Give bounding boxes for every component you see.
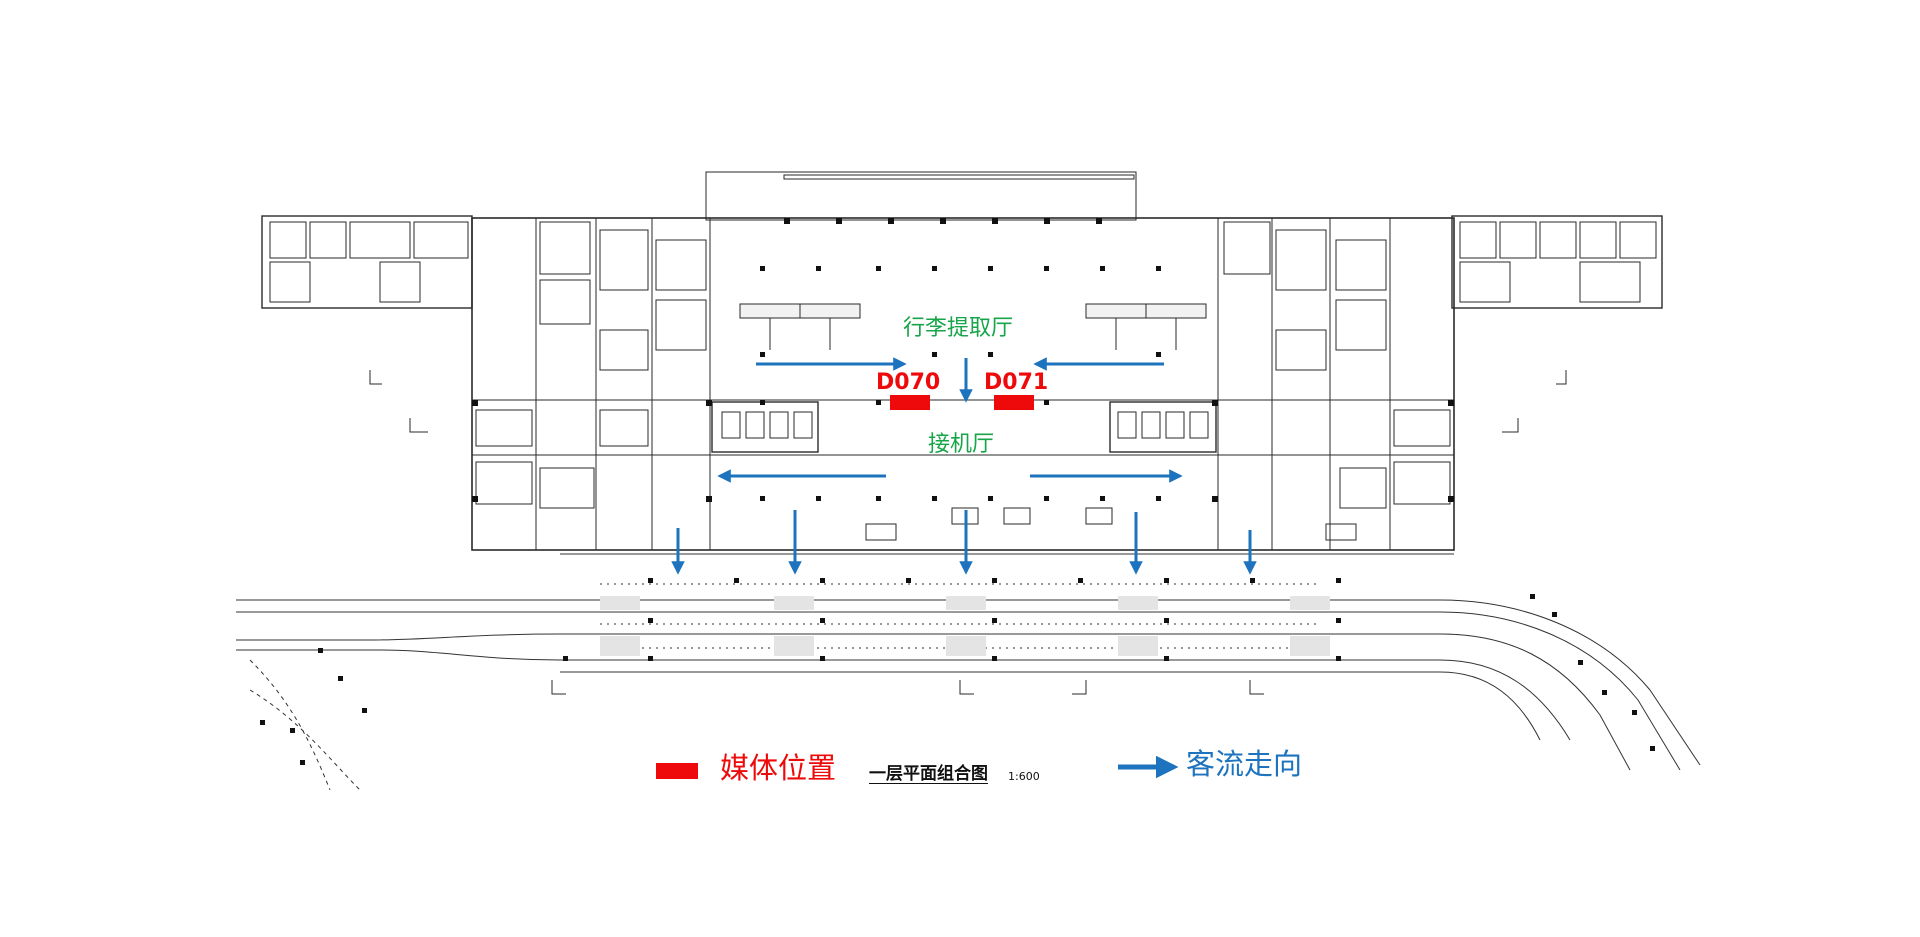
building-outline (261, 171, 1663, 695)
media-point-d070: D070 (876, 370, 941, 395)
passenger-flow-arrows (671, 357, 1257, 575)
arrivals-hall-label: 接机厅 (928, 432, 995, 457)
media-position-icon (890, 395, 930, 410)
media-point-d071: D071 (984, 370, 1049, 395)
plan-scale: 1:600 (1008, 770, 1040, 783)
baggage-claim-hall-label: 行李提取厅 (903, 316, 1014, 341)
legend-flow-label: 客流走向 (1186, 747, 1303, 781)
legend-shapes (656, 755, 1179, 779)
road-markers (260, 578, 1655, 765)
plan-title: 一层平面组合图 (869, 764, 988, 784)
roadways (236, 553, 1701, 791)
structural-columns (472, 218, 1454, 502)
media-positions (890, 395, 1034, 410)
media-position-icon (656, 763, 698, 779)
media-position-icon (994, 395, 1034, 410)
legend-media-label: 媒体位置 (720, 751, 837, 785)
